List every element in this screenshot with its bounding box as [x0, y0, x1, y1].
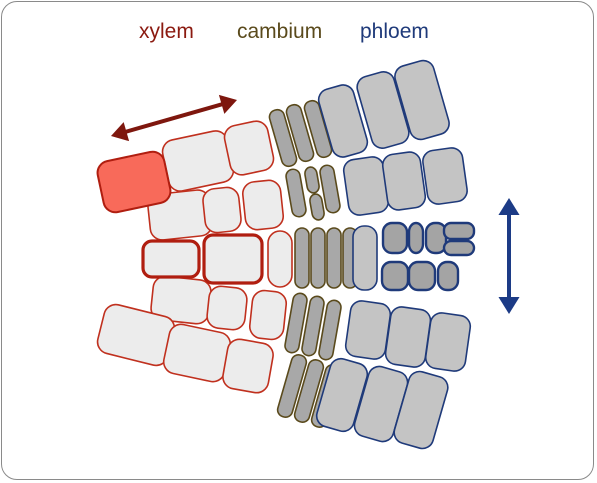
- phloem-cell-small: [436, 260, 460, 292]
- phloem-cell: [344, 300, 392, 360]
- vertical-arrow-icon: [498, 198, 520, 314]
- label-phloem: phloem: [360, 20, 429, 43]
- xylem-cell: [206, 285, 248, 331]
- phloem-cell: [422, 147, 468, 205]
- cambium-cells: [268, 99, 358, 428]
- horizontal-arrow-icon: [111, 94, 237, 142]
- cambium-cell: [301, 295, 325, 357]
- cambium-cell: [293, 359, 325, 423]
- xylem-cell: [248, 289, 288, 341]
- xylem-cell: [241, 179, 285, 231]
- phloem-cell: [424, 312, 472, 372]
- phloem-cell: [381, 151, 427, 211]
- phloem-cell: [352, 225, 378, 291]
- cambium-cell: [309, 193, 325, 221]
- phloem-cell-small: [381, 221, 409, 255]
- xylem-cell-new: [96, 150, 172, 214]
- cambium-cell: [318, 299, 342, 361]
- label-cambium: cambium: [237, 20, 322, 43]
- cambium-cell: [284, 292, 308, 354]
- xylem-cell: [267, 230, 293, 288]
- phloem-cell: [317, 84, 369, 158]
- phloem-cells: [315, 59, 476, 450]
- phloem-cell: [384, 306, 432, 368]
- phloem-cell-small: [407, 221, 425, 255]
- xylem-cell-highlighted: [141, 239, 201, 279]
- xylem-cell: [223, 120, 275, 176]
- cambium-cell: [304, 166, 320, 194]
- phloem-cell: [394, 59, 450, 141]
- phloem-cell: [393, 370, 449, 450]
- cambium-cell: [285, 103, 315, 163]
- cambium-cell: [319, 164, 341, 214]
- cambium-cell: [310, 227, 326, 289]
- arrows: [111, 94, 520, 314]
- phloem-cell-small: [442, 239, 476, 257]
- phloem-cell-small: [407, 260, 437, 292]
- cambium-cell: [268, 108, 298, 168]
- xylem-cell: [222, 338, 274, 394]
- phloem-cell-small: [442, 221, 476, 241]
- cambium-cell: [276, 354, 308, 418]
- xylem-cells: [96, 120, 293, 394]
- xylem-cell: [162, 323, 232, 383]
- phloem-cell: [315, 357, 369, 433]
- phloem-cell-small: [380, 260, 410, 292]
- label-xylem: xylem: [139, 20, 194, 43]
- cambium-cell: [326, 227, 342, 289]
- cambium-cell: [294, 227, 310, 289]
- xylem-cell-highlighted: [202, 233, 264, 285]
- phloem-cell: [356, 71, 410, 149]
- xylem-cell: [202, 186, 242, 234]
- cambium-cell: [285, 168, 307, 218]
